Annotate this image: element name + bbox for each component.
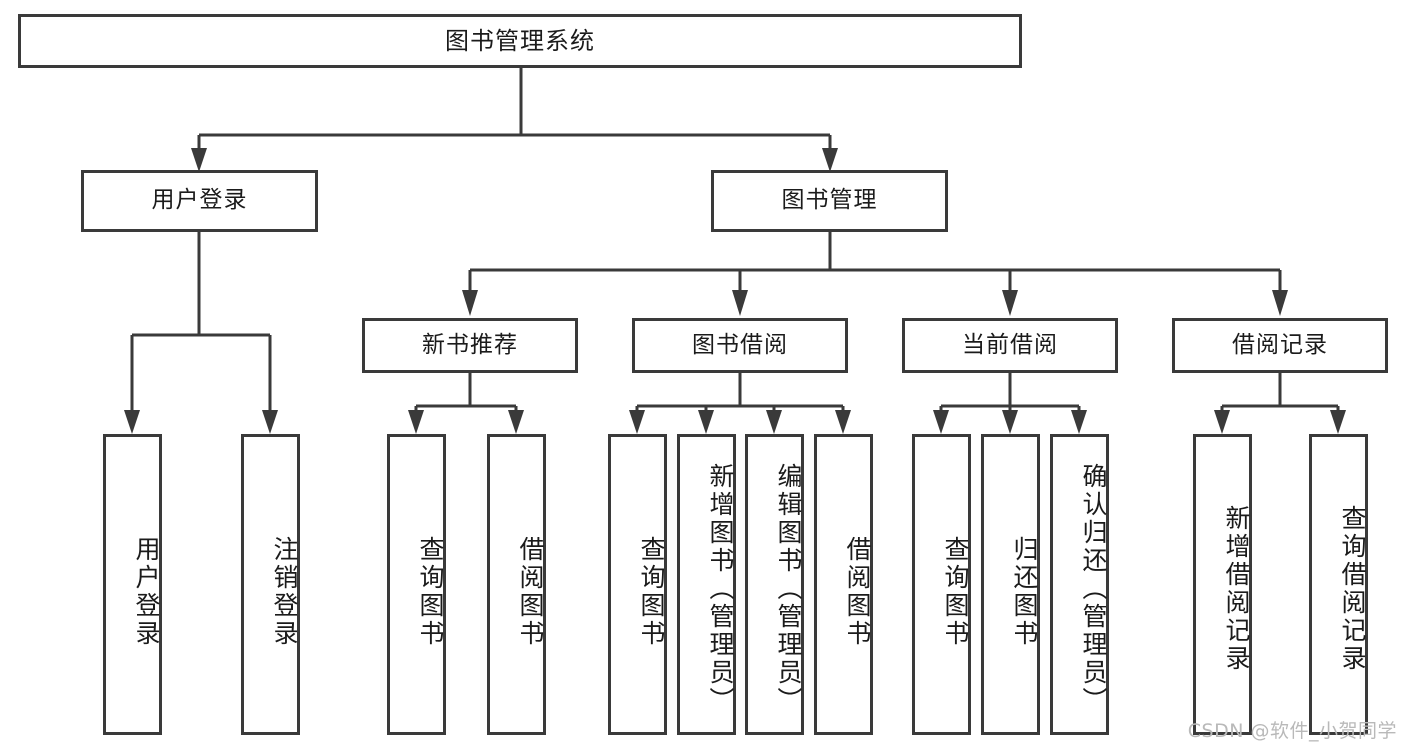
leaf-br-query-record[interactable]: 查询借阅记录 — [1309, 434, 1368, 735]
arrowhead-nbr-leaf-2 — [508, 410, 524, 434]
leaf-logout[interactable]: 注销登录 — [241, 434, 300, 735]
leaf-bb-edit-book-admin-label: 编辑图书（管理员） — [774, 462, 803, 715]
leaf-bb-borrow-book-label: 借阅图书 — [843, 535, 872, 648]
leaf-nbr-borrow-book[interactable]: 借阅图书 — [487, 434, 546, 735]
leaf-nbr-query-book-label: 查询图书 — [416, 535, 445, 648]
arrowhead-cb-leaf-1 — [933, 410, 949, 434]
node-root-label: 图书管理系统 — [445, 26, 595, 55]
leaf-cb-query-book[interactable]: 查询图书 — [912, 434, 971, 735]
watermark-text: CSDN @软件_小贺同学 — [1187, 720, 1397, 742]
node-new-book-recommend-label: 新书推荐 — [422, 331, 518, 358]
node-root-book-management-system[interactable]: 图书管理系统 — [18, 14, 1022, 68]
node-current-borrow-label: 当前借阅 — [962, 331, 1058, 358]
leaf-bb-borrow-book[interactable]: 借阅图书 — [814, 434, 873, 735]
leaf-bb-query-book[interactable]: 查询图书 — [608, 434, 667, 735]
leaf-logout-label: 注销登录 — [270, 535, 299, 648]
leaf-br-add-record[interactable]: 新增借阅记录 — [1193, 434, 1252, 735]
arrowhead-leaf-logout — [262, 410, 278, 434]
arrowhead-br-leaf-1 — [1214, 410, 1230, 434]
leaf-br-add-record-label: 新增借阅记录 — [1222, 504, 1251, 673]
leaf-cb-return-book[interactable]: 归还图书 — [981, 434, 1040, 735]
leaf-bb-add-book-admin[interactable]: 新增图书（管理员） — [677, 434, 736, 735]
node-book-management[interactable]: 图书管理 — [711, 170, 948, 232]
node-user-login[interactable]: 用户登录 — [81, 170, 318, 232]
leaf-bb-edit-book-admin[interactable]: 编辑图书（管理员） — [745, 434, 804, 735]
node-borrow-record-label: 借阅记录 — [1232, 331, 1328, 358]
leaf-br-query-record-label: 查询借阅记录 — [1338, 504, 1367, 673]
arrowhead-bb-leaf-3 — [766, 410, 782, 434]
leaf-cb-return-book-label: 归还图书 — [1010, 535, 1039, 648]
leaf-nbr-borrow-book-label: 借阅图书 — [516, 535, 545, 648]
node-borrow-record[interactable]: 借阅记录 — [1172, 318, 1388, 373]
arrowhead-borrow-record — [1272, 290, 1288, 316]
leaf-bb-query-book-label: 查询图书 — [637, 535, 666, 648]
arrowhead-cb-leaf-3 — [1071, 410, 1087, 434]
arrowhead-bb-leaf-2 — [698, 410, 714, 434]
node-user-login-label: 用户登录 — [151, 187, 248, 214]
arrowhead-book-borrow — [732, 290, 748, 316]
leaf-cb-confirm-return-admin-label: 确认归还（管理员） — [1079, 462, 1108, 715]
node-book-borrow-label: 图书借阅 — [692, 331, 788, 358]
node-current-borrow[interactable]: 当前借阅 — [902, 318, 1118, 373]
arrowhead-cb-leaf-2 — [1002, 410, 1018, 434]
arrowhead-new-book-recommend — [462, 290, 478, 316]
arrowhead-nbr-leaf-1 — [408, 410, 424, 434]
arrowhead-user-login — [191, 148, 207, 172]
arrowhead-leaf-user-login — [124, 410, 140, 434]
node-book-management-label: 图书管理 — [781, 187, 878, 214]
leaf-cb-confirm-return-admin[interactable]: 确认归还（管理员） — [1050, 434, 1109, 735]
node-new-book-recommend[interactable]: 新书推荐 — [362, 318, 578, 373]
leaf-user-login[interactable]: 用户登录 — [103, 434, 162, 735]
arrowhead-bb-leaf-1 — [629, 410, 645, 434]
leaf-nbr-query-book[interactable]: 查询图书 — [387, 434, 446, 735]
arrowhead-current-borrow — [1002, 290, 1018, 316]
leaf-user-login-label: 用户登录 — [132, 535, 161, 648]
arrowhead-bb-leaf-4 — [835, 410, 851, 434]
arrowhead-book-mgmt — [822, 148, 838, 172]
node-book-borrow[interactable]: 图书借阅 — [632, 318, 848, 373]
leaf-bb-add-book-admin-label: 新增图书（管理员） — [706, 462, 735, 715]
leaf-cb-query-book-label: 查询图书 — [941, 535, 970, 648]
arrowhead-br-leaf-2 — [1330, 410, 1346, 434]
